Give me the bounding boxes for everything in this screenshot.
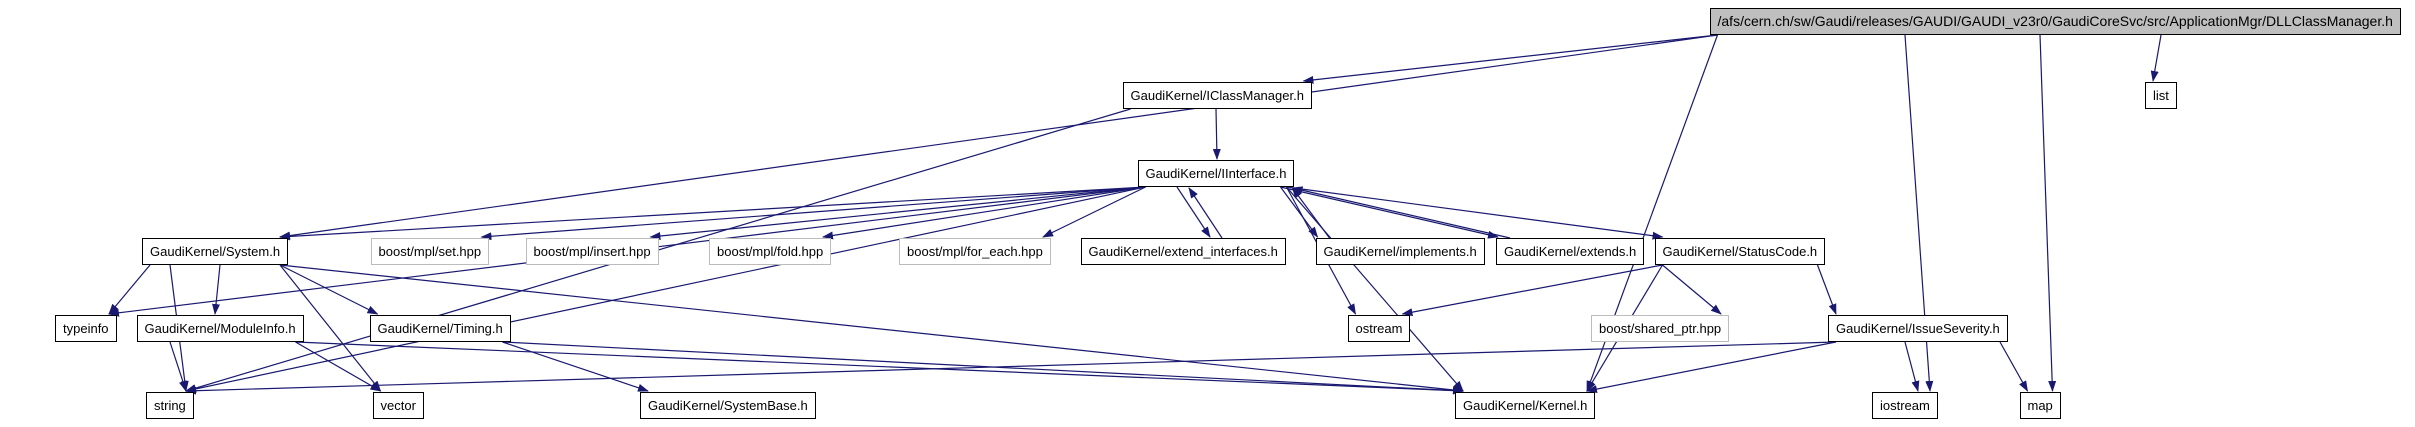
graph-edge-system-to-moduleinfo [212,264,221,315]
graph-edge-iinterface-to-string [185,186,1146,393]
graph-edge-issueseverity-to-iostream [1904,341,1920,392]
graph-edge-iclassmanager-to-iinterface [1212,108,1221,160]
graph-node-mpl_set[interactable]: boost/mpl/set.hpp [370,238,490,265]
graph-node-statuscode[interactable]: GaudiKernel/StatusCode.h [1654,238,1826,265]
graph-edge-iinterface-to-mpl_fold [822,186,1146,240]
graph-edge-main-to-list [2150,34,2162,82]
graph-edge-moduleinfo-to-kernel [295,341,1464,395]
graph-node-typeinfo[interactable]: typeinfo [55,315,117,342]
graph-edge-main-to-iclassmanager [1302,34,1718,84]
graph-node-system[interactable]: GaudiKernel/System.h [142,238,289,265]
graph-edge-system-to-timing [279,264,379,315]
graph-edge-statuscode-to-ostream [1401,264,1663,317]
graph-edge-moduleinfo-to-vector [295,341,382,392]
graph-node-mpl_fold[interactable]: boost/mpl/fold.hpp [709,238,832,265]
graph-edge-iinterface-to-extendif [1176,186,1211,238]
graph-node-string[interactable]: string [146,392,194,419]
graph-edge-issueseverity-to-string [185,341,1837,395]
graph-edge-extends-to-iinterface [1291,186,1511,239]
graph-edge-statuscode-to-sharedptr [1662,264,1722,315]
graph-node-mpl_foreach[interactable]: boost/mpl/for_each.hpp [899,238,1051,265]
graph-node-kernel[interactable]: GaudiKernel/Kernel.h [1455,392,1596,419]
graph-edge-iinterface-to-implements [1280,186,1319,238]
graph-edge-iinterface-to-statuscode [1286,186,1664,240]
graph-node-issueseverity[interactable]: GaudiKernel/IssueSeverity.h [1828,315,2008,342]
graph-edge-iinterface-to-extends [1280,186,1499,239]
graph-edge-system-to-kernel [279,264,1464,394]
graph-edge-iinterface-to-kernel [1286,186,1464,392]
graph-node-mpl_insert[interactable]: boost/mpl/insert.hpp [525,238,659,265]
graph-node-main[interactable]: /afs/cern.ch/sw/Gaudi/releases/GAUDI/GAU… [1709,8,2401,35]
graph-edge-issueseverity-to-kernel [1586,341,1837,393]
graph-node-iostream[interactable]: iostream [1872,392,1938,419]
graph-edge-issueseverity-to-map [1999,341,2029,392]
graph-edge-timing-to-systembase [502,341,649,392]
graph-edge-moduleinfo-to-string [169,341,187,392]
graph-edge-statuscode-to-issueseverity [1816,264,1837,315]
graph-edge-system-to-typeinfo [108,264,151,315]
graph-edge-iinterface-to-mpl_set [480,186,1146,241]
graph-node-sharedptr[interactable]: boost/shared_ptr.hpp [1591,315,1730,342]
graph-edge-extendif-to-iinterface [1188,187,1223,239]
graph-edge-iinterface-to-mpl_foreach [1042,186,1146,238]
graph-node-implements[interactable]: GaudiKernel/implements.h [1315,238,1485,265]
graph-edge-main-to-iostream [1904,34,1934,392]
graph-node-ostream[interactable]: ostream [1347,315,1411,342]
graph-edge-main-to-system [279,34,1718,240]
graph-node-moduleinfo[interactable]: GaudiKernel/ModuleInfo.h [136,315,304,342]
graph-node-iinterface[interactable]: GaudiKernel/IInterface.h [1137,160,1295,187]
graph-node-timing[interactable]: GaudiKernel/Timing.h [369,315,511,342]
graph-edge-iinterface-to-mpl_insert [649,186,1146,240]
graph-node-list[interactable]: list [2145,82,2177,109]
graph-edge-iinterface-to-system [279,186,1146,241]
graph-node-iclassmanager[interactable]: GaudiKernel/IClassManager.h [1122,82,1312,109]
graph-edge-system-to-vector [279,264,382,392]
graph-edge-main-to-kernel [1586,34,1719,392]
graph-node-systembase[interactable]: GaudiKernel/SystemBase.h [640,392,816,419]
graph-node-map[interactable]: map [2019,392,2061,419]
graph-node-vector[interactable]: vector [372,392,424,419]
graph-node-extendif[interactable]: GaudiKernel/extend_interfaces.h [1080,238,1286,265]
graph-node-extends[interactable]: GaudiKernel/extends.h [1496,238,1645,265]
graph-edge-main-to-map [2039,34,2057,392]
graph-edge-timing-to-kernel [502,341,1464,395]
